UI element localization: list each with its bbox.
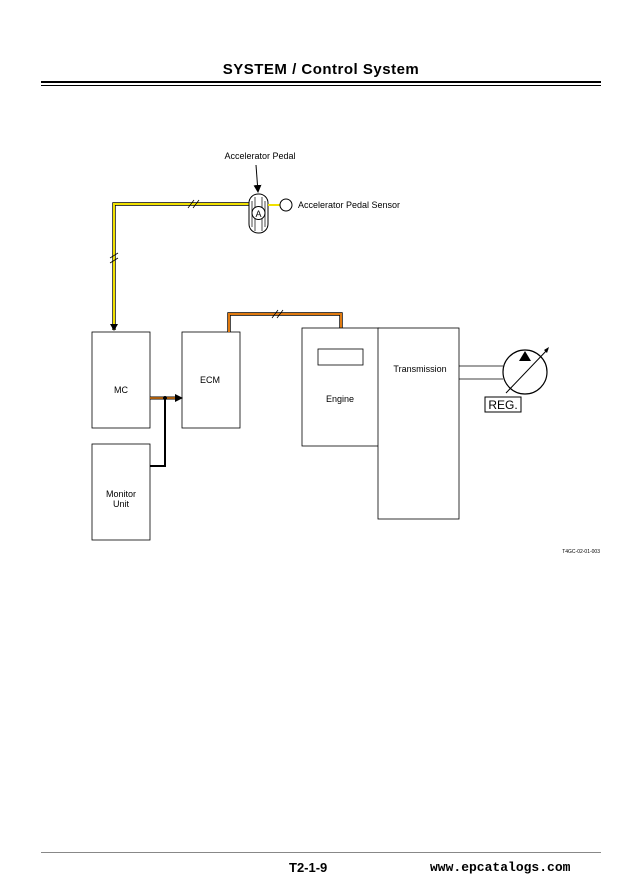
accelerator-pedal-pointer [253, 164, 262, 193]
monitor-unit-label-line2: Unit [113, 499, 130, 509]
mc-box [91, 331, 151, 429]
line-break-mark [276, 309, 284, 319]
variable-pump-symbol [502, 347, 549, 395]
regulator-box [484, 396, 522, 413]
pedal-signal-line [110, 202, 249, 331]
transmission-label: Transmission [393, 364, 446, 374]
header-rule-thin [41, 85, 601, 86]
header-rule [41, 81, 601, 83]
accelerator-pedal-symbol: A [248, 193, 269, 234]
footer-rule [41, 852, 601, 853]
transmission-box [377, 327, 460, 520]
watermark-text: www.epcatalogs.com [430, 860, 571, 875]
monitor-unit-box [91, 443, 151, 541]
pedal-marker-label: A [255, 209, 261, 219]
engine-label: Engine [326, 394, 354, 404]
line-break-mark [271, 309, 279, 319]
ecm-box [181, 331, 241, 429]
regulator-label: REG. [488, 398, 517, 412]
line-break-mark [187, 199, 195, 209]
engine-controller-box [317, 348, 364, 366]
ecm-label: ECM [200, 375, 220, 385]
monitor-unit-label-line1: Monitor [106, 489, 136, 499]
monitor-unit-line [150, 398, 166, 467]
accelerator-pedal-sensor-label: Accelerator Pedal Sensor [298, 200, 400, 210]
page-number: T2-1-9 [289, 860, 328, 875]
junction-dot [163, 396, 167, 400]
line-break-mark [109, 252, 119, 259]
engine-box [301, 327, 380, 447]
figure-id: T4GC-02-01-003 [562, 549, 600, 555]
mc-label: MC [114, 385, 128, 395]
accelerator-pedal-sensor-icon [279, 198, 293, 212]
line-break-mark [192, 199, 200, 209]
line-break-mark [109, 257, 119, 264]
page-title: SYSTEM / Control System [222, 61, 420, 78]
accelerator-pedal-label: Accelerator Pedal [224, 151, 295, 161]
